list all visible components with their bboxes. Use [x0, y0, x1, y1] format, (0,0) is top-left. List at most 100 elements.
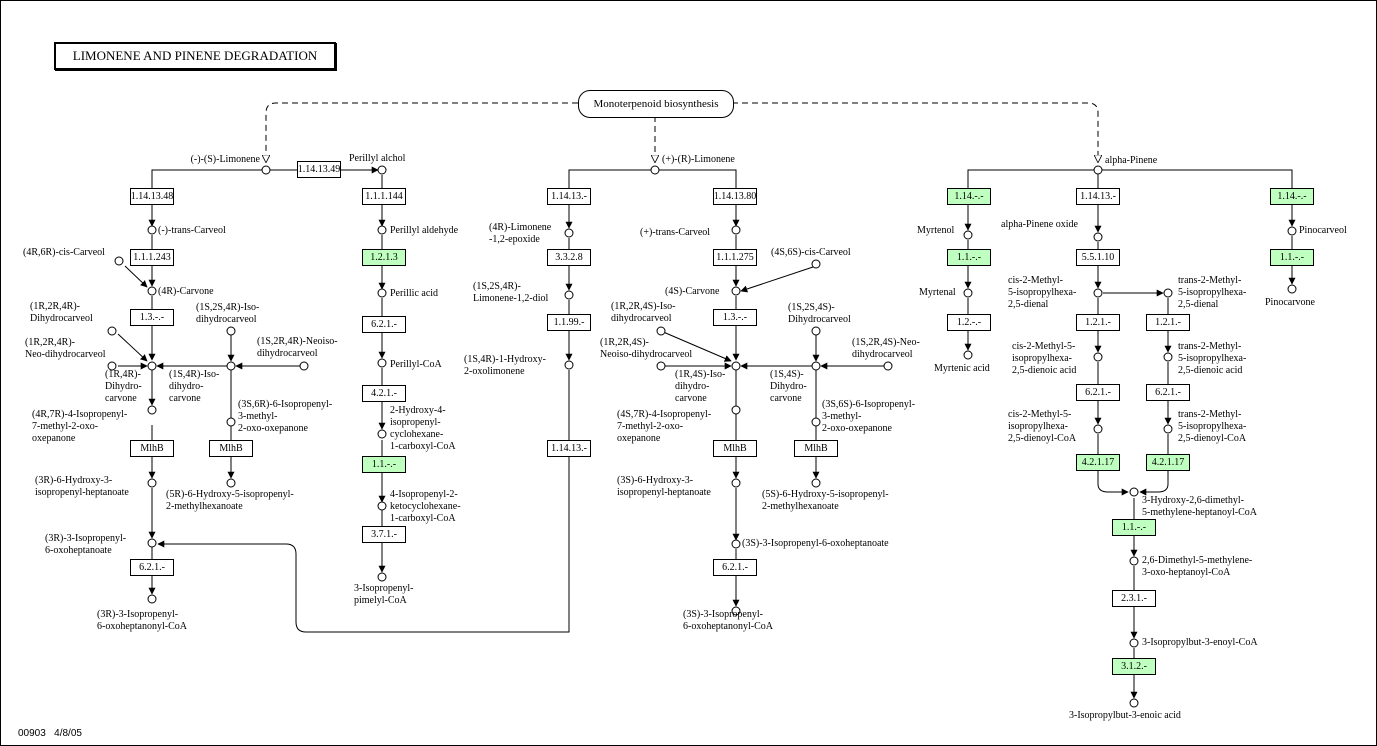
enzyme-box[interactable]: 1.2.1.- [1076, 314, 1120, 331]
compound-node[interactable] [731, 606, 741, 616]
enzyme-box[interactable]: 1.14.13.80 [713, 188, 757, 205]
compound-label[interactable]: (4R)-Carvone [158, 286, 214, 297]
compound-label[interactable]: (5S)-6-Hydroxy-5-isopropenyl- 2-methylhe… [762, 489, 889, 512]
enzyme-box[interactable]: 1.3.-.- [713, 309, 757, 326]
compound-label[interactable]: (3R)-3-Isopropenyl- 6-oxoheptanoate [45, 533, 127, 556]
enzyme-box-highlighted[interactable]: 4.2.1.17 [1076, 454, 1120, 471]
compound-label[interactable]: (1R,2R,4S)- Neoiso-dihydrocarveol [600, 337, 693, 360]
compound-label[interactable]: cis-2-Methyl-5- isopropylhexa- 2,5-dieno… [1008, 409, 1077, 444]
compound-node[interactable] [1093, 424, 1103, 434]
compound-node[interactable] [564, 360, 574, 370]
compound-label[interactable]: (4S,6S)-cis-Carveol [771, 247, 851, 258]
enzyme-box[interactable]: 1.1.1.144 [362, 188, 406, 205]
enzyme-box[interactable]: 6.2.1.- [713, 559, 757, 576]
compound-node[interactable] [299, 361, 309, 371]
compound-label[interactable]: (4R,6R)-cis-Carveol [23, 247, 105, 258]
enzyme-box[interactable]: 1.14.13.- [1076, 188, 1120, 205]
enzyme-box[interactable]: 2.3.1.- [1112, 590, 1156, 607]
compound-label[interactable]: (1S,2R,4S)-Neo- dihydrocarveol [852, 337, 920, 360]
compound-node[interactable] [226, 478, 236, 488]
compound-label[interactable]: alpha-Pinene oxide [1001, 219, 1078, 230]
compound-node[interactable] [731, 405, 741, 415]
compound-label[interactable]: cis-2-Methyl-5- isopropylhexa- 2,5-dieno… [1012, 341, 1077, 376]
compound-node[interactable] [811, 259, 821, 269]
compound-node[interactable] [731, 225, 741, 235]
compound-label[interactable]: (-)-trans-Carveol [158, 225, 226, 236]
compound-label[interactable]: alpha-Pinene [1105, 155, 1158, 166]
compound-label[interactable]: (3S)-3-Isopropenyl- 6-oxoheptanonyl-CoA [683, 609, 773, 632]
enzyme-box[interactable]: MlhB [130, 440, 174, 457]
compound-node[interactable] [564, 228, 574, 238]
compound-node[interactable] [1287, 226, 1297, 236]
compound-node[interactable] [261, 165, 271, 175]
compound-node[interactable] [963, 350, 973, 360]
enzyme-box[interactable]: 1.14.13.49 [297, 161, 341, 178]
enzyme-box[interactable]: 1.2.-.- [947, 314, 991, 331]
compound-label[interactable]: (5R)-6-Hydroxy-5-isopropenyl- 2-methylhe… [166, 489, 294, 512]
compound-label[interactable]: (+)-(R)-Limonene [662, 154, 735, 165]
compound-label[interactable]: (3R)-3-Isopropenyl- 6-oxoheptanonyl-CoA [97, 609, 187, 632]
compound-node[interactable] [226, 417, 236, 427]
compound-label[interactable]: Pinocarvone [1265, 297, 1315, 308]
enzyme-box[interactable]: 1.14.13.- [547, 440, 591, 457]
compound-label[interactable]: trans-2-Methyl- 5-isopropylhexa- 2,5-die… [1178, 275, 1247, 310]
compound-node[interactable] [226, 326, 236, 336]
compound-label[interactable]: (4S)-Carvone [665, 286, 720, 297]
compound-label[interactable]: (4S,7R)-4-Isopropenyl- 7-methyl-2-oxo- o… [617, 409, 712, 444]
compound-label[interactable]: (1R,2R,4R)- Dihydrocarveol [30, 301, 93, 324]
enzyme-box-highlighted[interactable]: 1.2.1.3 [362, 249, 406, 266]
compound-label[interactable]: (3S,6S)-6-Isopropenyl- 3-methyl- 2-oxo-o… [822, 399, 916, 434]
compound-label[interactable]: (4R,7R)-4-Isopropenyl- 7-methyl-2-oxo- o… [32, 409, 128, 444]
compound-label[interactable]: (3S)-3-Isopropenyl-6-oxoheptanoate [742, 538, 889, 549]
compound-node[interactable] [147, 594, 157, 604]
enzyme-box[interactable]: 3.3.2.8 [547, 249, 591, 266]
enzyme-box-highlighted[interactable]: 3.1.2.- [1112, 658, 1156, 675]
compound-node[interactable] [107, 326, 117, 336]
compound-label[interactable]: 3-Hydroxy-2,6-dimethyl- 5-methylene-hept… [1142, 495, 1257, 518]
compound-label[interactable]: (4R)-Limonene -1,2-epoxide [489, 222, 552, 245]
enzyme-box[interactable]: MlhB [713, 440, 757, 457]
compound-label[interactable]: trans-2-Methyl- 5-isopropylhexa- 2,5-die… [1178, 409, 1247, 444]
compound-node[interactable] [1093, 165, 1103, 175]
compound-node[interactable] [147, 405, 157, 415]
compound-node[interactable] [147, 225, 157, 235]
enzyme-box[interactable]: 1.1.1.243 [130, 249, 174, 266]
compound-label[interactable]: (1S,2S,4S)- Dihydrocarveol [788, 302, 851, 325]
compound-node[interactable] [147, 478, 157, 488]
compound-node[interactable] [1163, 424, 1173, 434]
compound-node[interactable] [883, 361, 893, 371]
compound-node[interactable] [650, 165, 660, 175]
enzyme-box[interactable]: 1.2.1.- [1146, 314, 1190, 331]
compound-label[interactable]: (1R,2R,4S)-Iso- dihydrocarveol [611, 301, 676, 324]
compound-node[interactable] [811, 361, 821, 371]
compound-node[interactable] [377, 225, 387, 235]
compound-node[interactable] [963, 288, 973, 298]
compound-label[interactable]: 2-Hydroxy-4- isopropenyl- cyclohexane- 1… [390, 405, 456, 452]
compound-label[interactable]: (1R,2R,4R)- Neo-dihydrocarveol [25, 337, 106, 360]
compound-label[interactable]: (1S,2S,4R)-Iso- dihydrocarveol [196, 302, 260, 325]
compound-node[interactable] [147, 286, 157, 296]
compound-label[interactable]: Perillyl alchol [349, 153, 406, 164]
compound-node[interactable] [1129, 638, 1139, 648]
enzyme-box[interactable]: 6.2.1.- [130, 559, 174, 576]
compound-node[interactable] [1093, 232, 1103, 242]
compound-node[interactable] [1093, 288, 1103, 298]
compound-node[interactable] [1163, 352, 1173, 362]
enzyme-box[interactable]: 3.7.1.- [362, 526, 406, 543]
compound-node[interactable] [564, 290, 574, 300]
compound-label[interactable]: (1R,4S)-Iso- dihydro- carvone [675, 369, 726, 404]
compound-label[interactable]: 4-Isopropenyl-2- ketocyclohexane- 1-carb… [390, 489, 461, 524]
compound-label[interactable]: (3S)-6-Hydroxy-3- isopropenyl-heptanoate [617, 475, 711, 498]
enzyme-box[interactable]: 5.5.1.10 [1076, 249, 1120, 266]
compound-label[interactable]: (1S,4R)-1-Hydroxy- 2-oxolimonene [464, 354, 546, 377]
enzyme-box[interactable]: MlhB [209, 440, 253, 457]
compound-label[interactable]: (3R)-6-Hydroxy-3- isopropenyl-heptanoate [35, 475, 129, 498]
enzyme-box-highlighted[interactable]: 1.1.-.- [362, 456, 406, 473]
enzyme-box[interactable]: 4.2.1.- [362, 385, 406, 402]
compound-label[interactable]: (-)-(S)-Limonene [190, 154, 260, 165]
enzyme-box[interactable]: 1.14.13.- [547, 188, 591, 205]
compound-node[interactable] [1163, 288, 1173, 298]
compound-label[interactable]: Pinocarveol [1299, 225, 1347, 236]
compound-label[interactable]: (3S,6R)-6-Isopropenyl- 3-methyl- 2-oxo-o… [238, 399, 333, 434]
compound-label[interactable]: (+)-trans-Carveol [640, 227, 711, 238]
